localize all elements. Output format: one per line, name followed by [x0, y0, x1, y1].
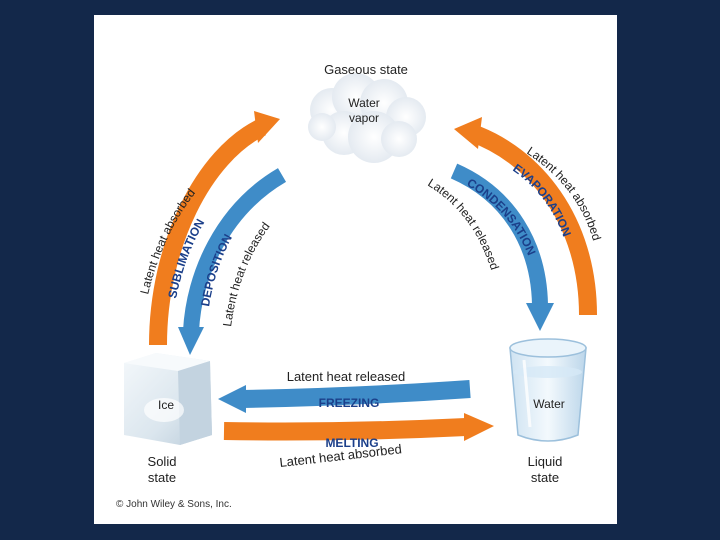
freezing-heat-label: Latent heat released — [287, 369, 406, 384]
water-vapor-label-line1: Water — [348, 96, 380, 110]
freezing-label: FREEZING — [319, 396, 380, 410]
gaseous-state-label: Gaseous state — [324, 62, 408, 77]
water-phase-diagram: Gaseous state Water vapor Ice Solid stat… — [116, 62, 604, 510]
solid-state-label-line1: Solid — [148, 454, 177, 469]
liquid-state-label-line1: Liquid — [528, 454, 563, 469]
diagram-slide: Gaseous state Water vapor Ice Solid stat… — [94, 15, 617, 524]
melting-label: MELTING — [325, 436, 378, 450]
water-glass-icon — [509, 338, 587, 442]
cloud-icon — [308, 73, 426, 163]
water-vapor-label-line2: vapor — [349, 111, 379, 125]
melting-arrow — [223, 413, 494, 441]
liquid-state-label-line2: state — [531, 470, 559, 485]
solid-state-label-line2: state — [148, 470, 176, 485]
freezing-arrow — [218, 380, 471, 413]
deposition-arrow — [178, 168, 287, 355]
ice-label: Ice — [158, 398, 174, 412]
sublimation-arrow — [149, 111, 280, 346]
copyright-credit: © John Wiley & Sons, Inc. — [116, 499, 232, 510]
condensation-arrow — [450, 163, 554, 331]
ice-cube-icon — [124, 353, 212, 445]
water-label: Water — [533, 397, 565, 411]
evaporation-arrow — [454, 117, 597, 316]
